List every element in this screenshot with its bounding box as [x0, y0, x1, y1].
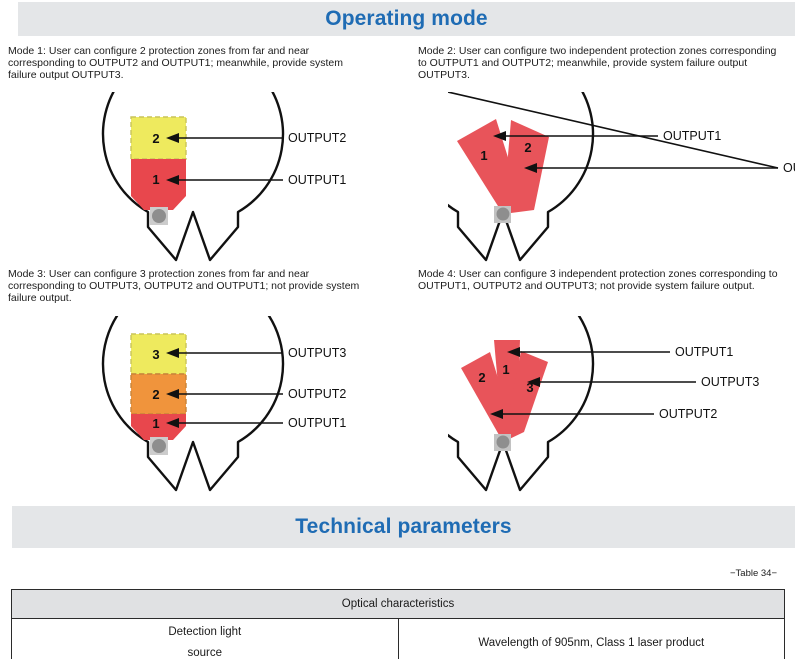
- arrow-head-output3: [527, 377, 540, 387]
- label-output1: OUTPUT1: [288, 416, 346, 430]
- arrow-head-output3: [166, 348, 179, 358]
- arrow-head-output2: [524, 163, 537, 173]
- zone-1-number: 1: [480, 148, 487, 163]
- scan-field-outline: [101, 316, 285, 492]
- sensor-lens-icon: [496, 207, 510, 221]
- zone-1-area: [131, 414, 186, 440]
- table-row: Detection light source Wavelength of 905…: [11, 618, 785, 659]
- section-banner-technical-parameters: Technical parameters: [12, 506, 795, 548]
- sensor-lens-icon: [152, 439, 166, 453]
- mode-3-caption: Mode 3: User can configure 3 protection …: [8, 268, 360, 305]
- zone-1-number: 1: [152, 172, 159, 187]
- zone-1-wedge: [457, 119, 520, 214]
- arrow-head-output1: [166, 418, 179, 428]
- zone-2-wedge: [503, 120, 549, 214]
- row-value-detection-light-source: Wavelength of 905nm, Class 1 laser produ…: [397, 618, 785, 659]
- mode-2-diagram: 1 2 OUTPUT1 OUTPUT2: [448, 92, 795, 267]
- section-title-technical-parameters: Technical parameters: [295, 515, 512, 538]
- zone-2-number: 2: [524, 140, 531, 155]
- zone-3-wedge: [503, 351, 548, 442]
- label-output2: OUTPUT2: [288, 131, 346, 145]
- zone-1-number: 1: [152, 416, 159, 431]
- zone-2-number: 2: [152, 387, 159, 402]
- label-output3: OUTPUT3: [701, 375, 759, 389]
- arrow-head-output1: [493, 131, 506, 141]
- arrow-head-output1: [166, 175, 179, 185]
- table-caption: −Table 34−: [729, 568, 777, 579]
- row-label-line-1: Detection light: [168, 626, 242, 638]
- arrow-head-output1: [507, 347, 520, 357]
- section-title-operating-mode: Operating mode: [325, 7, 488, 30]
- zone-1-number: 1: [502, 362, 509, 377]
- zone-2-number: 2: [152, 131, 159, 146]
- optical-characteristics-table: Optical characteristics Detection light …: [11, 589, 785, 659]
- row-label-detection-light-source: Detection light source: [11, 618, 399, 659]
- sensor-lens-icon: [152, 209, 166, 223]
- arrow-head-output2: [166, 133, 179, 143]
- label-output1: OUTPUT1: [663, 129, 721, 143]
- arrow-head-output2: [490, 409, 503, 419]
- label-output3: OUTPUT3: [288, 346, 346, 360]
- label-output2: OUTPUT2: [783, 161, 795, 175]
- label-output1: OUTPUT1: [288, 173, 346, 187]
- mode-1-caption: Mode 1: User can configure 2 protection …: [8, 45, 343, 82]
- sensor-lens-icon: [496, 435, 510, 449]
- zone-3-number: 3: [152, 347, 159, 362]
- label-output1: OUTPUT1: [675, 345, 733, 359]
- leader-line-output2: [448, 92, 779, 169]
- mode-4-caption: Mode 4: User can configure 3 independent…: [418, 268, 778, 293]
- arrow-head-output2: [166, 389, 179, 399]
- label-output2: OUTPUT2: [659, 407, 717, 421]
- label-output2: OUTPUT2: [288, 387, 346, 401]
- table-header-row: Optical characteristics: [11, 589, 785, 619]
- scan-field-outline: [101, 92, 285, 262]
- row-label-line-2: source: [187, 647, 223, 659]
- table-header-cell: Optical characteristics: [11, 589, 785, 619]
- zone-1-area: [131, 159, 186, 210]
- mode-4-diagram: 2 1 3 OUTPUT1 OUTPUT3 OUTPUT2: [448, 316, 795, 496]
- zone-3-number: 3: [526, 380, 533, 395]
- mode-2-caption: Mode 2: User can configure two independe…: [418, 45, 777, 82]
- zone-2-number: 2: [478, 370, 485, 385]
- zone-2-wedge: [461, 352, 512, 442]
- mode-3-diagram: 3 2 1 OUTPUT3 OUTPUT2 OUTPUT1: [40, 316, 400, 496]
- mode-1-diagram: 2 1 OUTPUT2 OUTPUT1: [40, 92, 400, 267]
- section-banner-operating-mode: Operating mode: [18, 2, 795, 36]
